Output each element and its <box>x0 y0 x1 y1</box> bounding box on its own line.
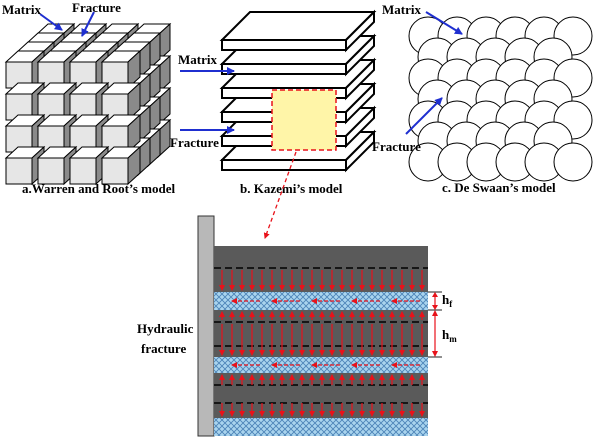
hydraulic-label: Hydraulic <box>137 321 194 336</box>
caption-c: c. De Swaan’s model <box>442 180 556 195</box>
de-swaan-sphere-model <box>408 16 593 182</box>
hf-dimension <box>428 291 442 311</box>
fracture-label-bottom: fracture <box>141 341 186 356</box>
matrix-label-b: Matrix <box>178 52 217 67</box>
warren-root-cube-model <box>4 22 172 186</box>
fracture-arrow-c <box>405 97 443 135</box>
matrix-arrow-a <box>39 13 63 31</box>
highlighted-unit-cell <box>271 89 337 151</box>
matrix-cube <box>100 113 142 154</box>
matrix-arrow-c <box>425 11 463 35</box>
hm-dimension <box>428 310 442 358</box>
caption-b: b. Kazemi’s model <box>240 181 343 196</box>
matrix-slab <box>219 9 377 53</box>
zoom-connector-arrow <box>263 151 297 239</box>
matrix-cube <box>100 145 142 186</box>
matrix-label-c: Matrix <box>382 2 421 17</box>
hm-label: hm <box>442 327 457 344</box>
hydraulic-fracture-wall <box>197 215 215 437</box>
fracture-layer-3 <box>214 418 428 436</box>
fracture-label-b: Fracture <box>170 135 219 150</box>
matrix-label-a: Matrix <box>2 2 41 17</box>
matrix-block <box>214 246 428 418</box>
fracture-arrow-a <box>81 11 95 37</box>
matrix-sphere <box>553 142 593 182</box>
hf-label: hf <box>442 292 453 309</box>
fracture-label-a: Fracture <box>72 0 121 15</box>
matrix-cube <box>100 81 142 122</box>
caption-a: a.Warren and Root’s model <box>22 181 176 196</box>
matrix-cube <box>100 49 142 90</box>
flow-arrows <box>219 270 425 417</box>
fracture-label-c: Fracture <box>372 139 421 154</box>
